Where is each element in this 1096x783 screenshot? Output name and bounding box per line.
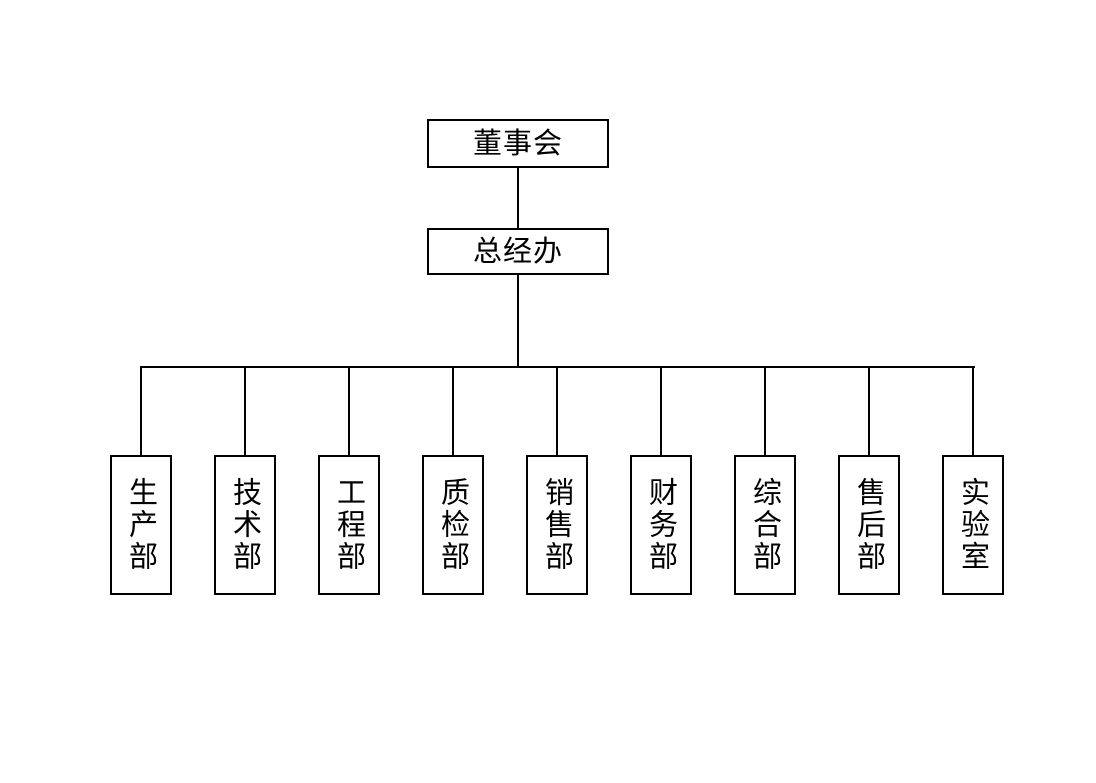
node-laboratory: 实验室 [942,455,1004,595]
connector-drop-engineering [348,368,350,455]
connector-drop-production [140,368,142,455]
node-technology-dept: 技术部 [214,455,276,595]
node-after-sales-dept-label: 售后部 [852,477,887,573]
node-sales-dept: 销售部 [526,455,588,595]
node-technology-dept-label: 技术部 [228,477,263,573]
connector-drop-quality-inspection [452,368,454,455]
connector-drop-technology [244,368,246,455]
node-finance-dept-label: 财务部 [644,477,679,573]
connector-gm-trunk [517,275,519,368]
node-quality-inspection-dept: 质检部 [422,455,484,595]
connector-drop-sales [556,368,558,455]
connector-board-to-gm [517,168,519,228]
node-finance-dept: 财务部 [630,455,692,595]
node-production-dept-label: 生产部 [124,477,159,573]
node-engineering-dept-label: 工程部 [332,477,367,573]
connector-drop-general-affairs [764,368,766,455]
node-board-of-directors-label: 董事会 [472,126,563,160]
node-general-manager-office-label: 总经办 [472,234,563,268]
connector-drop-laboratory [972,368,974,455]
connector-horizontal-bus [140,366,975,368]
node-board-of-directors: 董事会 [427,119,609,168]
connector-drop-after-sales [868,368,870,455]
node-laboratory-label: 实验室 [956,477,991,573]
node-quality-inspection-dept-label: 质检部 [436,477,471,573]
node-general-affairs-dept-label: 综合部 [748,477,783,573]
node-sales-dept-label: 销售部 [540,477,575,573]
connector-drop-finance [660,368,662,455]
node-after-sales-dept: 售后部 [838,455,900,595]
node-engineering-dept: 工程部 [318,455,380,595]
node-general-affairs-dept: 综合部 [734,455,796,595]
node-general-manager-office: 总经办 [427,228,609,275]
node-production-dept: 生产部 [110,455,172,595]
